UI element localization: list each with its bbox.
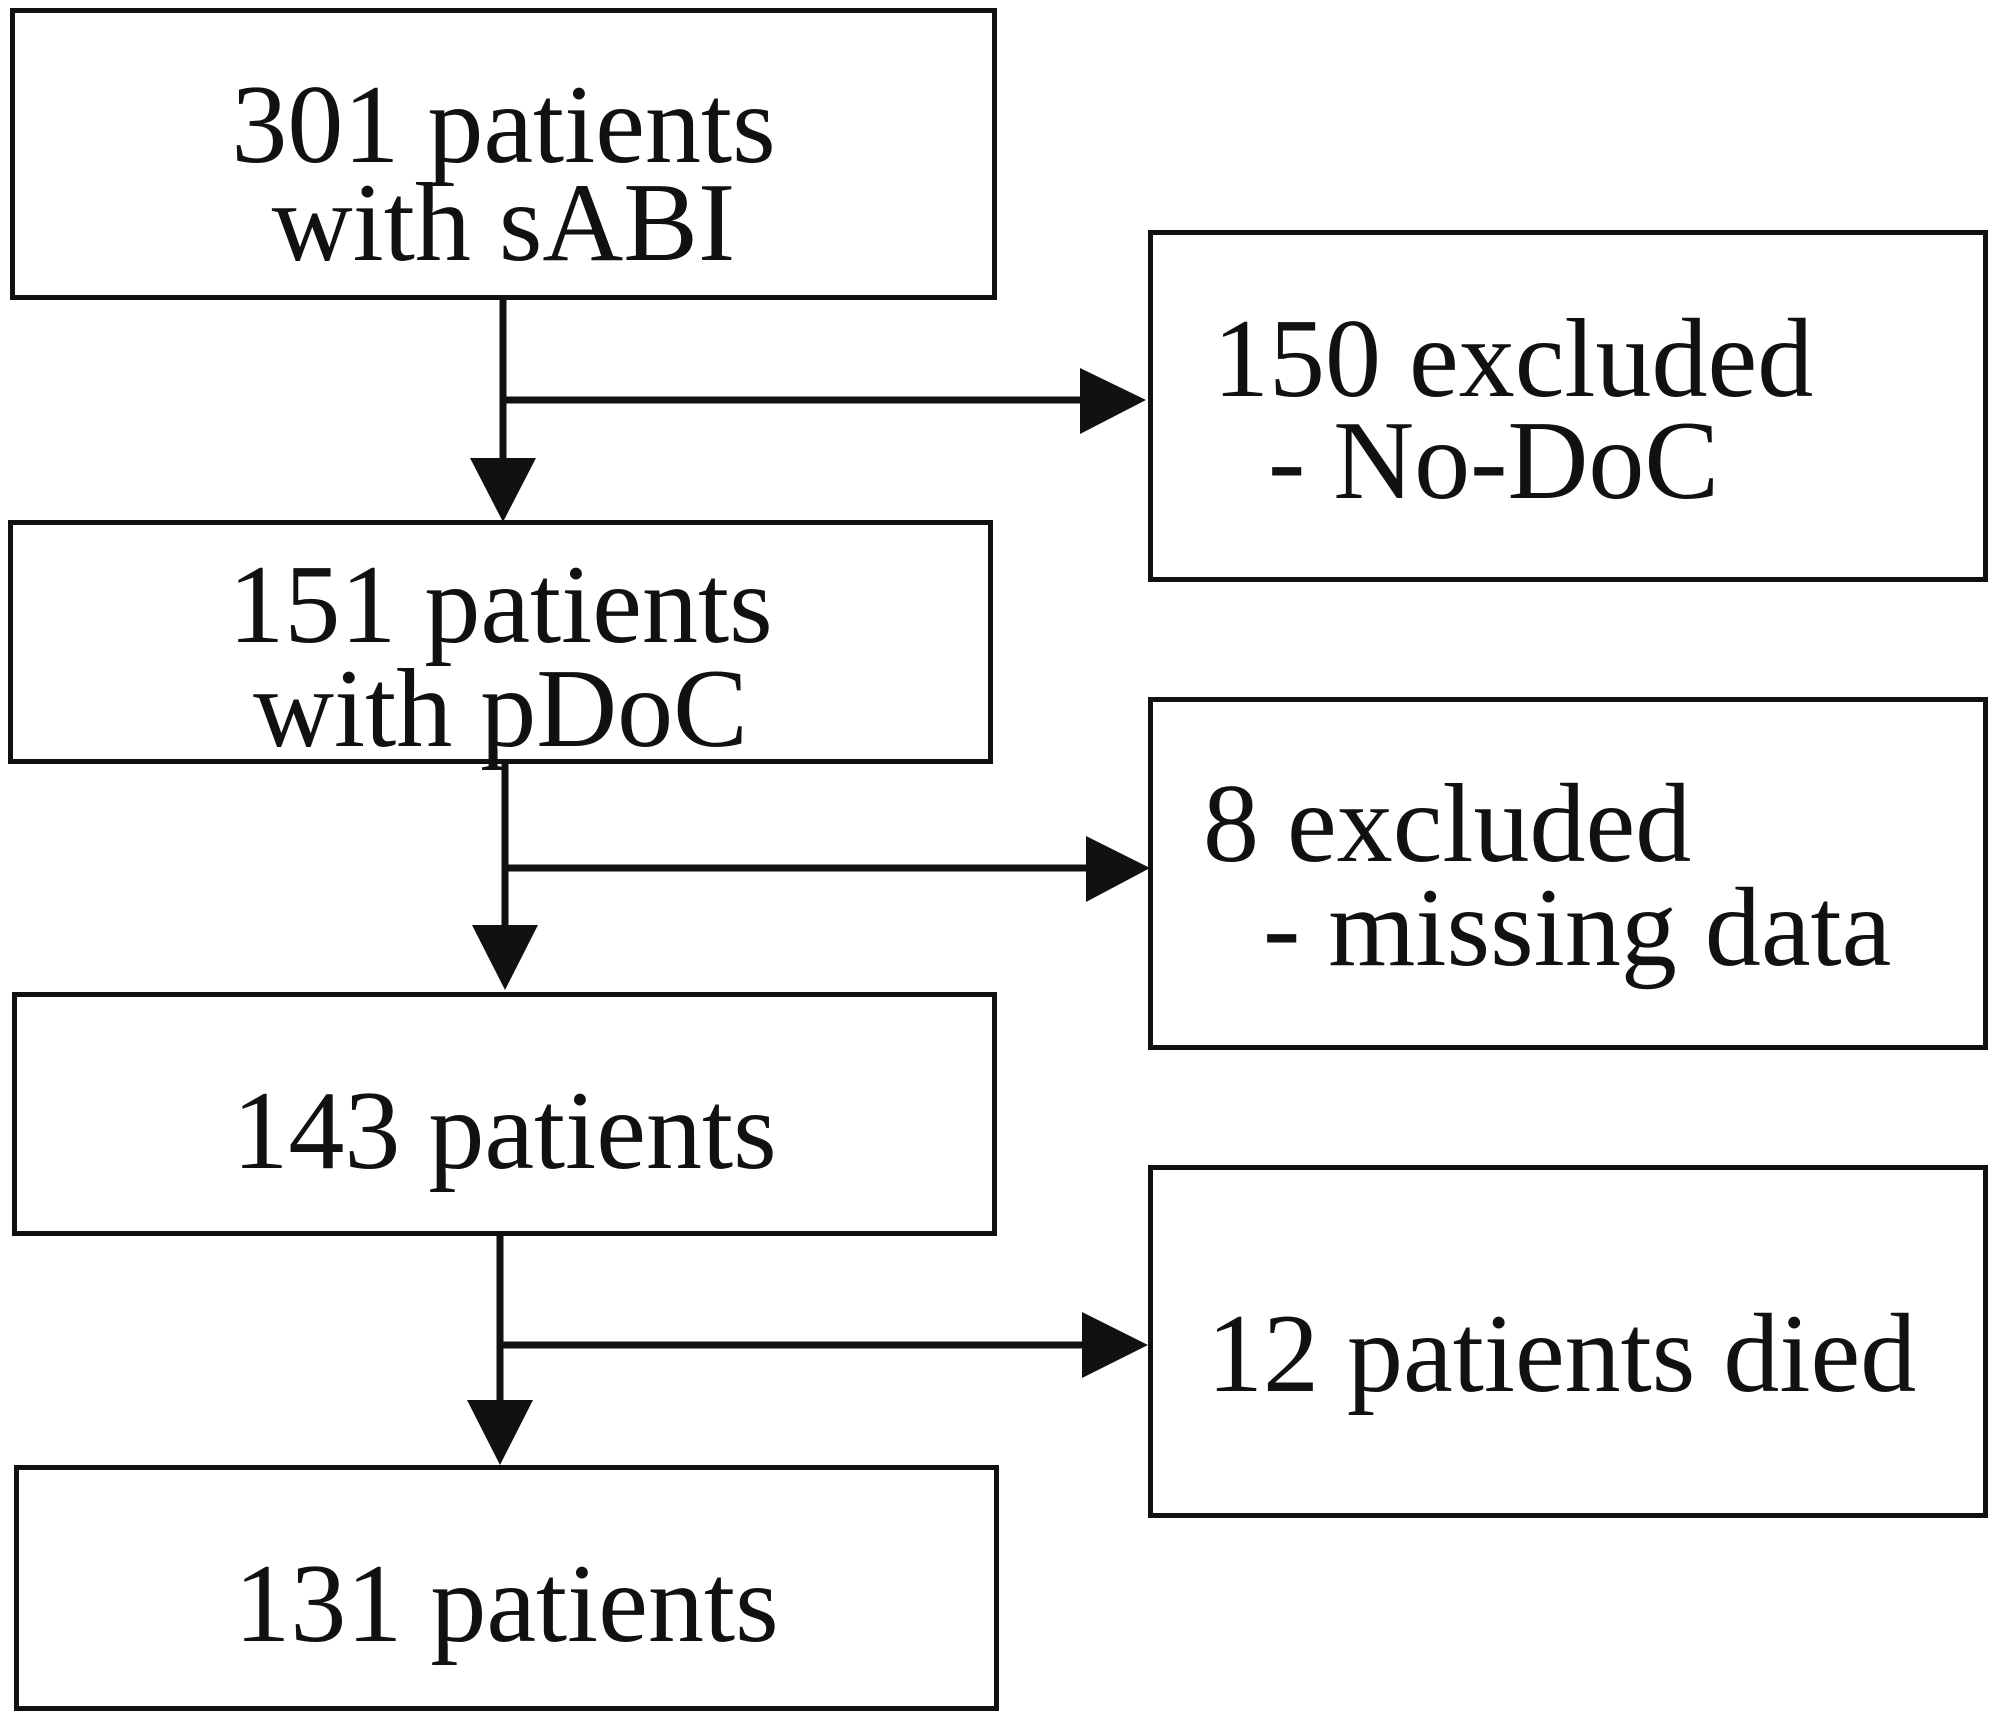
arrowhead-right-3 [1082,1312,1148,1378]
box-151-line-2: with pDoC [253,647,748,771]
arrowhead-right-1 [1080,368,1146,434]
box-151-patients: 151 patients with pDoC [8,520,993,771]
box-301-line-2: with sABI [271,161,736,285]
box-143-patients: 143 patients [12,992,997,1236]
box-301-patients: 301 patients with sABI [10,8,997,300]
box-143-line-1: 143 patients [232,1069,777,1193]
box-8-line-2: - missing data [1263,866,1892,990]
box-131-line-1: 131 patients [234,1542,779,1666]
box-150-line-1: 150 excluded [1213,297,1814,421]
arrowhead-down-3 [467,1400,533,1465]
box-301-line-1: 301 patients [231,63,776,187]
arrowhead-down-1 [470,458,536,522]
box-150-excluded: 150 excluded - No-DoC [1148,230,1988,582]
box-12-line-1: 12 patients died [1207,1292,1917,1416]
box-12-died: 12 patients died [1148,1165,1988,1518]
box-151-line-1: 151 patients [228,543,773,667]
box-150-line-2: - No-DoC [1268,399,1720,523]
box-131-patients: 131 patients [14,1465,999,1711]
arrowhead-down-2 [472,925,538,990]
box-8-excluded: 8 excluded - missing data [1148,697,1988,1050]
arrowhead-right-2 [1086,836,1150,902]
box-8-line-1: 8 excluded [1203,762,1692,886]
